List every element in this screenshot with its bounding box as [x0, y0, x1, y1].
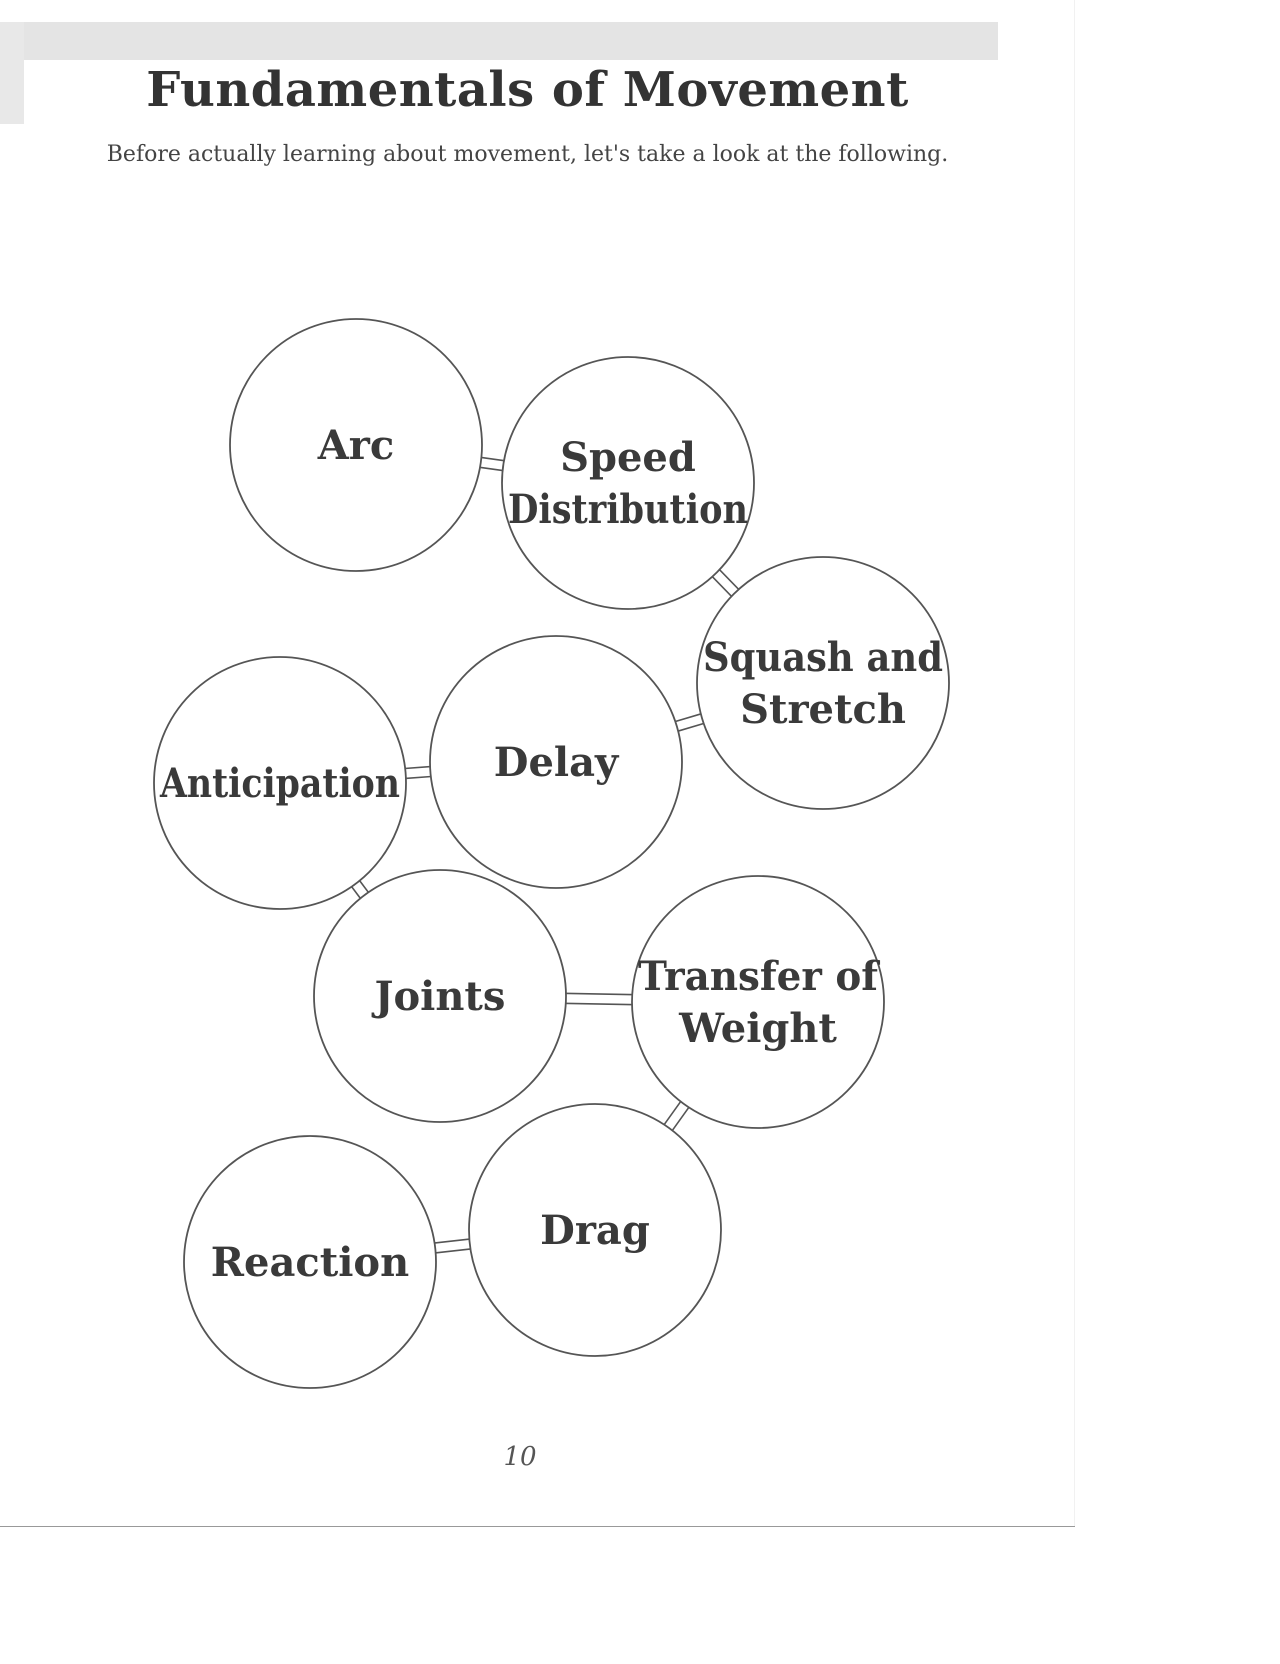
- node-circle: [229, 318, 483, 572]
- node-label: Speed: [560, 434, 696, 481]
- connector-squash-and-stretch-delay: [671, 712, 708, 733]
- node-label: Distribution: [508, 486, 748, 533]
- node-circle: [696, 556, 950, 810]
- header-tab: [0, 22, 24, 124]
- connector-line: [716, 566, 742, 593]
- connector-delay-anticipation: [401, 765, 435, 780]
- node-arc: Arc: [229, 318, 483, 572]
- connector-drag-reaction: [430, 1237, 475, 1255]
- node-circle: [153, 656, 407, 910]
- connector-line: [674, 721, 708, 733]
- node-circle: [501, 356, 755, 610]
- node-reaction: Reaction: [183, 1135, 437, 1389]
- node-label: Transfer of: [638, 953, 881, 1000]
- node-label: Squash and: [703, 634, 943, 681]
- node-transfer-of-weight: Transfer of Weight: [631, 875, 885, 1129]
- connector-joints-transfer-of-weight: [561, 992, 637, 1006]
- node-circle: [429, 635, 683, 889]
- node-label: Reaction: [211, 1239, 409, 1286]
- page-edge: [1074, 0, 1075, 1526]
- connector-transfer-of-weight-drag: [661, 1097, 692, 1135]
- node-circle: [631, 875, 885, 1129]
- connector-line: [661, 1097, 684, 1129]
- bottom-rule: [0, 1526, 1075, 1527]
- connector-line: [476, 466, 507, 472]
- node-label: Drag: [540, 1207, 650, 1254]
- page-number: 10: [503, 1442, 537, 1472]
- node-circle: [313, 869, 567, 1123]
- node-anticipation: Anticipation: [153, 656, 407, 910]
- connector-line: [401, 765, 435, 770]
- connector-arc-speed-distribution: [476, 456, 508, 472]
- node-circle: [468, 1103, 722, 1357]
- node-label: Arc: [317, 422, 394, 469]
- connector-line: [477, 456, 508, 462]
- connector-line: [561, 1002, 636, 1006]
- node-label: Anticipation: [159, 760, 400, 807]
- node-label: Weight: [678, 1005, 837, 1052]
- node-joints: Joints: [313, 869, 567, 1123]
- connector-line: [562, 992, 637, 996]
- node-label: Joints: [372, 973, 506, 1020]
- node-drag: Drag: [468, 1103, 722, 1357]
- node-circle: [183, 1135, 437, 1389]
- connector-line: [430, 1237, 474, 1245]
- connector-line: [671, 712, 705, 724]
- page-title: Fundamentals of Movement: [146, 62, 909, 118]
- connector-layer: [348, 456, 742, 1255]
- node-label: Delay: [494, 739, 620, 786]
- node-delay: Delay: [429, 635, 683, 889]
- connector-speed-distribution-squash-and-stretch: [709, 566, 742, 600]
- header-band: [0, 22, 998, 60]
- node-label: Stretch: [740, 686, 906, 733]
- connector-line: [709, 573, 735, 600]
- connector-line: [401, 775, 435, 780]
- page-subtitle: Before actually learning about movement,…: [106, 142, 949, 167]
- connector-line: [669, 1103, 692, 1135]
- connector-line: [431, 1247, 475, 1255]
